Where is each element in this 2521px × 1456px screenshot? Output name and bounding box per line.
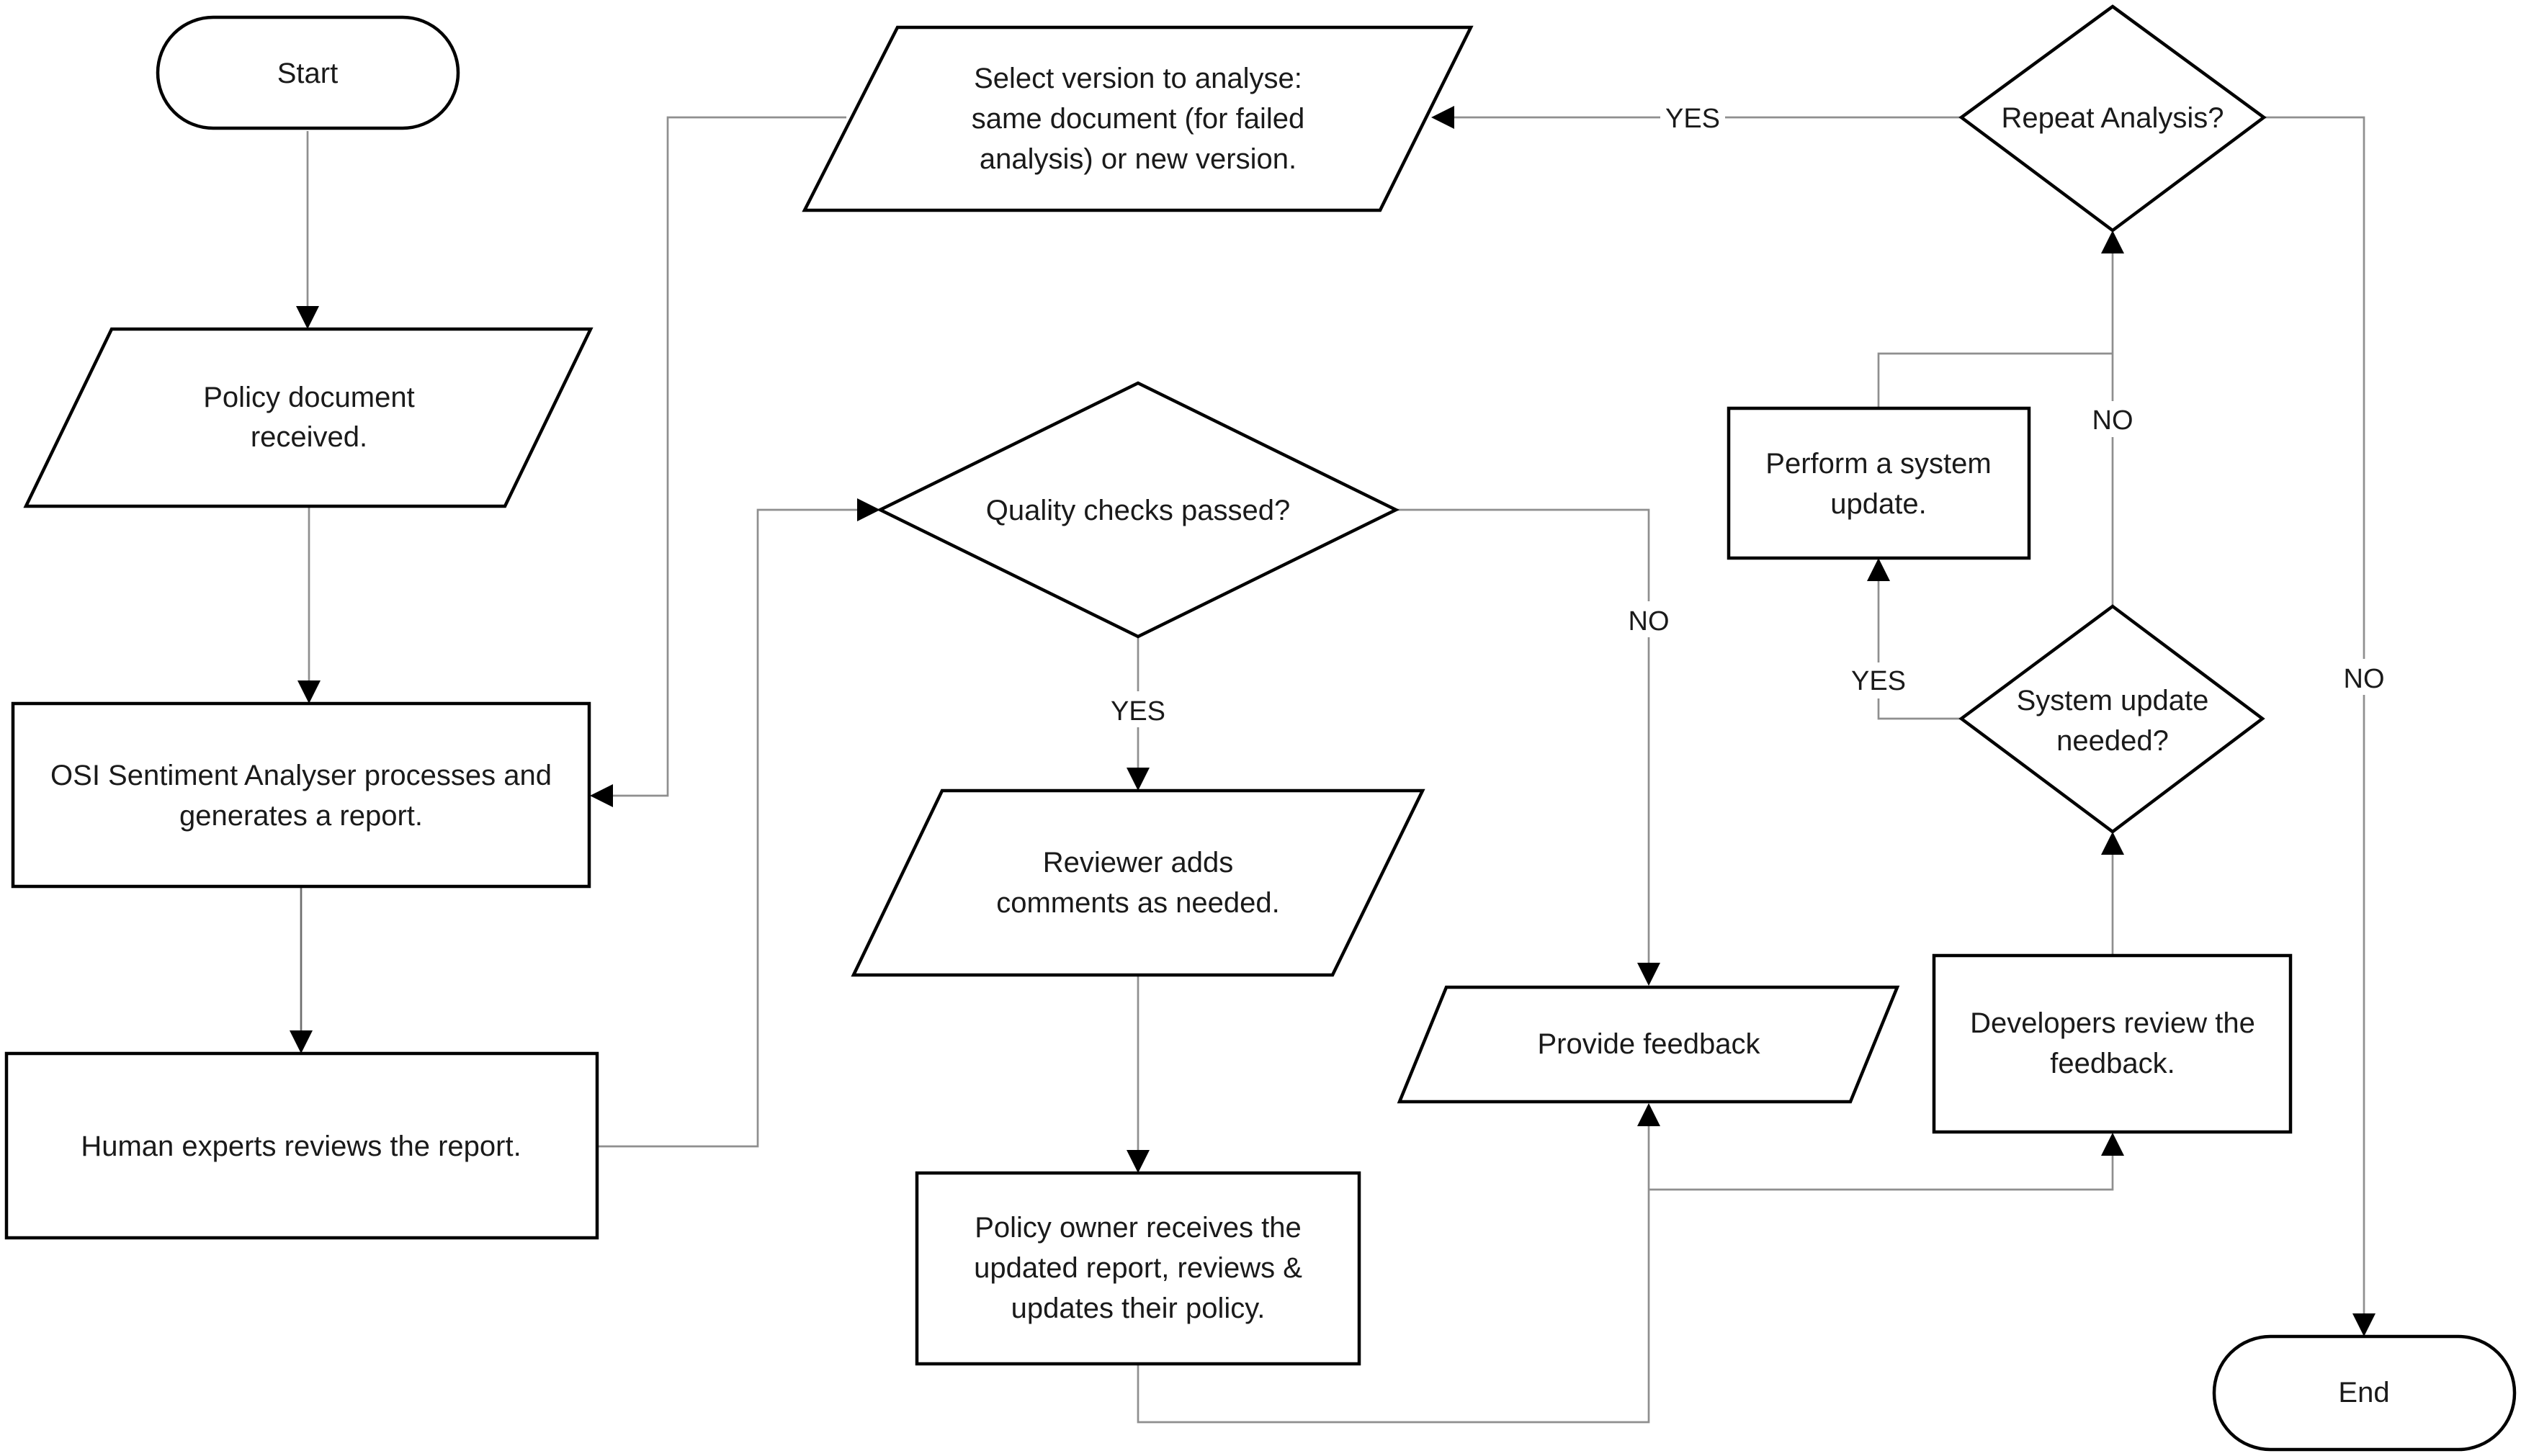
arrowhead-repeat-bottom	[2101, 230, 2124, 253]
connector-owner-to-feedback	[1137, 1126, 1650, 1424]
system-update-needed-label-line-1: System update	[2017, 685, 2209, 716]
provide-feedback-label: Provide feedback	[1537, 1028, 1760, 1060]
human-review-label: Human experts reviews the report.	[81, 1131, 521, 1162]
perform-update-box	[1727, 406, 2031, 560]
policy-owner-node: Policy owner receives the updated report…	[915, 1171, 1361, 1366]
arrowhead-human	[290, 1030, 313, 1053]
arrowhead-update-needed	[2101, 832, 2124, 855]
developers-review-box	[1932, 953, 2293, 1134]
update-no-label-bg	[2087, 401, 2138, 437]
end-node: End	[2212, 1334, 2517, 1452]
connector-repeat-no	[2264, 116, 2365, 1313]
perform-update-label-line-2: update.	[1830, 488, 1926, 520]
analyser-node: OSI Sentiment Analyser processes and gen…	[11, 701, 591, 889]
connector-feedback-to-developers	[1649, 1156, 2114, 1191]
connector-perform-to-repeat	[1877, 352, 2113, 407]
human-review-box	[4, 1051, 599, 1240]
repeat-analysis-node: Repeat Analysis?	[1958, 4, 2267, 233]
start-terminator	[156, 15, 460, 130]
quality-yes-label-bg	[1106, 691, 1170, 727]
end-terminator	[2212, 1334, 2517, 1452]
arrowhead-policy	[296, 306, 319, 329]
quality-check-diamond	[876, 381, 1400, 639]
policy-document-label-line-1: Policy document	[203, 382, 414, 413]
start-label: Start	[277, 58, 338, 89]
reviewer-comments-node: Reviewer adds comments as needed.	[851, 788, 1425, 977]
system-update-needed-label-line-2: needed?	[2056, 725, 2169, 757]
reviewer-comments-shape	[851, 788, 1425, 977]
select-version-shape	[802, 25, 1474, 212]
system-update-needed-diamond	[1958, 604, 2265, 834]
policy-owner-label-line-3: updates their policy.	[1011, 1293, 1266, 1324]
policy-owner-label-line-2: updated report, reviews &	[974, 1252, 1302, 1284]
analyser-label-line-2: generates a report.	[179, 800, 423, 832]
quality-yes-label: YES	[1111, 696, 1165, 727]
reviewer-comments-label-line-1: Reviewer adds	[1043, 847, 1234, 878]
arrowhead-analyser-right	[590, 784, 613, 807]
quality-check-node: Quality checks passed?	[876, 381, 1400, 639]
policy-document-node: Policy document received.	[23, 327, 594, 508]
developers-review-label-line-1: Developers review the	[1970, 1007, 2255, 1039]
human-review-node: Human experts reviews the report.	[4, 1051, 599, 1240]
repeat-analysis-label: Repeat Analysis?	[2001, 102, 2224, 134]
update-yes-label-bg	[1846, 662, 1911, 698]
analyser-box	[11, 701, 591, 889]
repeat-yes-label-bg	[1660, 101, 1725, 135]
perform-update-label-line-1: Perform a system	[1765, 448, 1991, 480]
arrowhead-perform	[1867, 558, 1890, 581]
repeat-no-label: NO	[2344, 664, 2385, 694]
arrowhead-select	[1431, 106, 1454, 129]
quality-no-label-bg	[1624, 601, 1674, 637]
perform-update-node: Perform a system update.	[1727, 406, 2031, 560]
update-no-label: NO	[2092, 405, 2133, 436]
repeat-yes-label: YES	[1665, 104, 1720, 134]
policy-owner-box	[915, 1171, 1361, 1366]
provide-feedback-node: Provide feedback	[1397, 985, 1900, 1104]
arrowhead-feedback-top	[1637, 963, 1660, 986]
update-yes-label: YES	[1851, 666, 1906, 696]
arrowhead-owner	[1127, 1150, 1150, 1173]
repeat-analysis-diamond	[1958, 4, 2267, 233]
connector-quality-no	[1396, 508, 1650, 963]
connector-select-to-analyser	[613, 116, 846, 797]
developers-review-label-line-2: feedback.	[2050, 1048, 2175, 1079]
system-update-needed-node: System update needed?	[1958, 604, 2265, 834]
select-version-label-line-3: analysis) or new version.	[980, 143, 1297, 175]
reviewer-comments-label-line-2: comments as needed.	[996, 887, 1280, 919]
developers-review-node: Developers review the feedback.	[1932, 953, 2293, 1134]
select-version-label-line-2: same document (for failed	[972, 103, 1304, 135]
start-node: Start	[156, 15, 460, 130]
select-version-node: Select version to analyse: same document…	[802, 25, 1474, 212]
arrowhead-feedback-bottom	[1637, 1103, 1660, 1126]
policy-owner-label-line-1: Policy owner receives the	[975, 1212, 1302, 1244]
quality-no-label: NO	[1629, 606, 1670, 637]
arrowhead-quality	[857, 498, 880, 521]
arrowhead-end	[2352, 1313, 2376, 1336]
select-version-label-line-1: Select version to analyse:	[974, 63, 1302, 94]
arrowhead-analyser-top	[297, 680, 321, 704]
quality-check-label: Quality checks passed?	[986, 495, 1290, 526]
policy-document-label-line-2: received.	[251, 421, 367, 453]
policy-document-shape	[23, 327, 594, 508]
repeat-no-label-bg	[2339, 659, 2389, 695]
analyser-label-line-1: OSI Sentiment Analyser processes and	[50, 760, 552, 791]
end-label: End	[2338, 1377, 2389, 1408]
arrowhead-reviewer	[1127, 768, 1150, 791]
arrowhead-developers	[2101, 1133, 2124, 1156]
provide-feedback-shape	[1397, 985, 1900, 1104]
connector-update-yes	[1877, 581, 1961, 720]
connector-human-to-quality	[597, 508, 857, 1148]
